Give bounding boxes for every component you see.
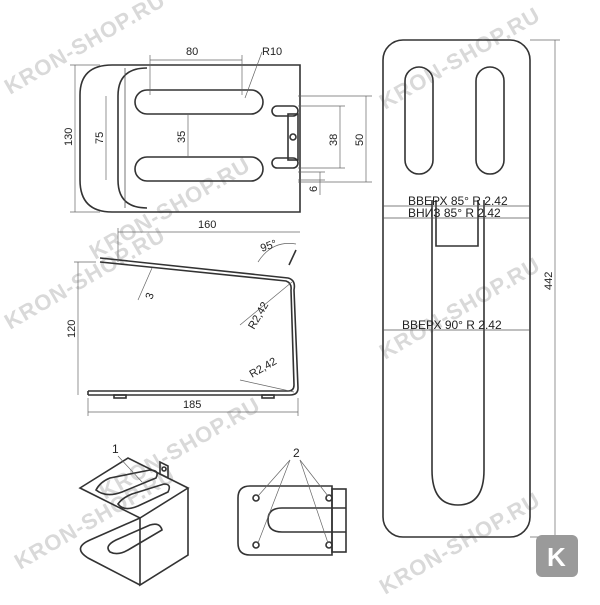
rivet-icon bbox=[252, 494, 260, 502]
dim-label-130: 130 bbox=[63, 128, 75, 146]
dim-label-3: 3 bbox=[144, 291, 157, 301]
callout-2-leader-d bbox=[299, 459, 329, 544]
dim-leader-r-lower bbox=[239, 379, 295, 393]
iso-bottom-slot bbox=[107, 523, 163, 555]
iso-tab bbox=[159, 460, 169, 480]
watermark: KRON-SHOP.RU bbox=[0, 0, 170, 99]
watermark: KRON-SHOP.RU bbox=[85, 152, 255, 264]
dim-label-r-lower: R2,42 bbox=[248, 356, 279, 381]
note-up-1: ВВЕРХ 85° R 2.42 bbox=[408, 194, 508, 208]
callout-2: 2 bbox=[293, 446, 300, 460]
dim-arc-95 bbox=[257, 243, 297, 263]
blank-outline bbox=[382, 39, 531, 538]
watermark: KRON-SHOP.RU bbox=[375, 2, 545, 114]
dim-label-75: 75 bbox=[94, 132, 106, 144]
dim-leader-r10 bbox=[244, 51, 263, 99]
callout-2-leader-b bbox=[257, 459, 291, 544]
iso-top-slot bbox=[94, 469, 158, 496]
side-view-profile bbox=[88, 257, 299, 396]
dim-label-120: 120 bbox=[66, 320, 78, 338]
dim-label-r-upper: R2,42 bbox=[246, 300, 271, 331]
rivet-icon bbox=[252, 541, 260, 549]
top-slot-upper bbox=[134, 89, 264, 115]
blank-slot-left bbox=[404, 66, 434, 175]
logo-badge bbox=[536, 535, 578, 577]
side-notch-upper bbox=[271, 105, 299, 117]
foot-right bbox=[261, 394, 275, 399]
dim-label-160: 160 bbox=[198, 219, 216, 231]
dim-label-95: 95° bbox=[259, 238, 279, 255]
dim-label-185: 185 bbox=[183, 399, 201, 411]
note-down: ВНИЗ 85° R 2.42 bbox=[408, 206, 501, 220]
rivet-icon bbox=[325, 494, 333, 502]
dim-label-80: 80 bbox=[186, 46, 198, 58]
callout-2-leader-c bbox=[299, 459, 329, 497]
foot-left bbox=[113, 394, 127, 399]
blank-tab-cutout bbox=[435, 200, 479, 247]
dim-label-38: 38 bbox=[328, 134, 340, 146]
blank-slot-right bbox=[475, 66, 505, 175]
dim-label-50: 50 bbox=[354, 134, 366, 146]
top-tab bbox=[288, 249, 297, 266]
watermark: KRON-SHOP.RU bbox=[0, 222, 170, 334]
dim-leader-r-upper bbox=[239, 281, 293, 326]
blank-long-slot bbox=[431, 200, 485, 506]
isometric-view: 1 bbox=[78, 442, 190, 587]
logo-letter: K bbox=[547, 542, 566, 572]
watermark: KRON-SHOP.RU bbox=[375, 487, 545, 599]
tab-hole bbox=[289, 133, 297, 141]
callout-1-leader bbox=[117, 455, 143, 483]
top-slot-lower bbox=[134, 156, 264, 182]
dim-label-r10: R10 bbox=[262, 46, 282, 58]
note-up-2: ВВЕРХ 90° R 2.42 bbox=[402, 318, 502, 332]
callout-2-leader-a bbox=[257, 459, 291, 497]
top-view-bend-outline bbox=[117, 67, 148, 209]
watermark: KRON-SHOP.RU bbox=[95, 392, 265, 504]
iso-tab-hole bbox=[161, 466, 167, 472]
watermark: KRON-SHOP.RU bbox=[375, 252, 545, 364]
iso-bottom-plate bbox=[79, 517, 141, 586]
side-notch-lower bbox=[271, 157, 299, 169]
dim-label-35: 35 bbox=[176, 131, 188, 143]
iso-top-slot-2 bbox=[117, 483, 171, 510]
dim-label-6: 6 bbox=[308, 186, 320, 192]
top-view-outer-outline bbox=[79, 64, 301, 213]
detail-plate bbox=[237, 485, 333, 556]
blank-view: ВВЕРХ 85° R 2.42 ВНИЗ 85° R 2.42 ВВЕРХ 9… bbox=[382, 39, 560, 538]
dim-label-442: 442 bbox=[543, 272, 555, 290]
dim-leader-3 bbox=[137, 267, 153, 301]
top-view: 80 R10 130 75 35 38 50 6 bbox=[63, 46, 372, 213]
side-view-profile-inner bbox=[88, 261, 295, 392]
detail-slot bbox=[267, 507, 346, 533]
brand-logo: K bbox=[536, 535, 578, 577]
iso-front-bend bbox=[139, 488, 189, 587]
detail-flange bbox=[331, 488, 347, 553]
callout-1: 1 bbox=[112, 442, 119, 456]
detail-view: 2 bbox=[237, 446, 347, 556]
side-tab bbox=[287, 113, 299, 161]
rivet-icon bbox=[325, 541, 333, 549]
